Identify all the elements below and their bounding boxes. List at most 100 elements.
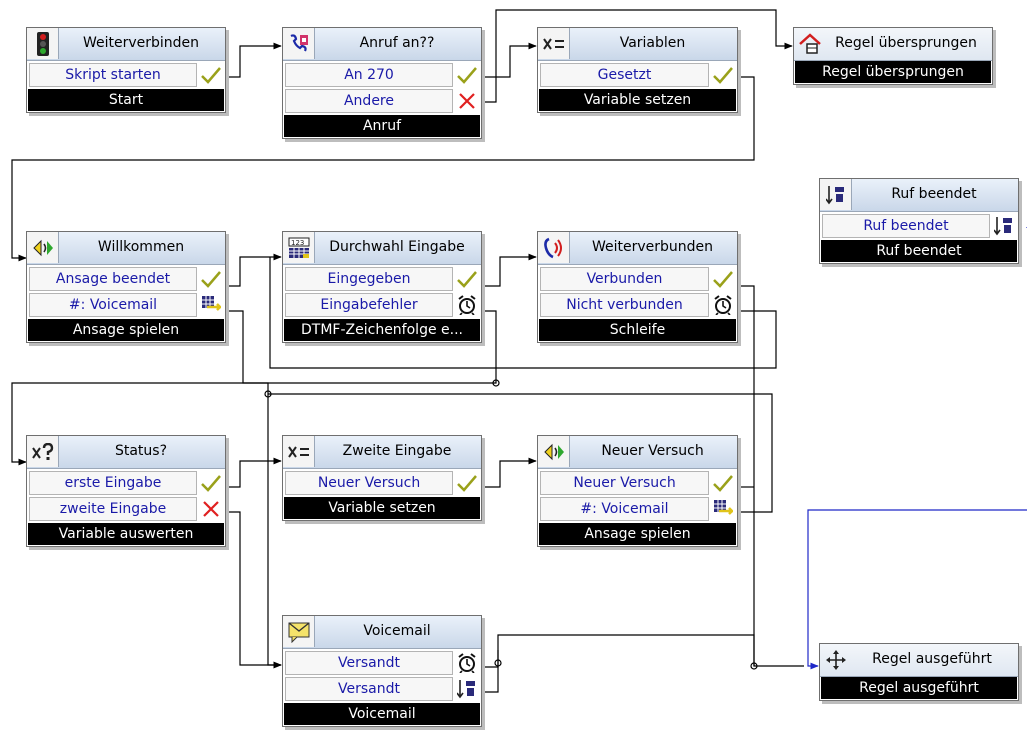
node-output-row[interactable]: An 270 — [283, 63, 481, 87]
node-neuer-versuch[interactable]: Neuer Versuch Neuer Versuch #: Voicemail… — [537, 435, 738, 547]
wire-an270-to-variablen — [482, 42, 537, 78]
node-title: Status? — [114, 443, 168, 459]
node-output-row[interactable]: #: Voicemail — [538, 497, 737, 521]
output-label: erste Eingabe — [29, 471, 197, 495]
wire-willkommen-voicemail-to-voicemail — [226, 310, 282, 669]
wire-gesetzt-to-willkommen — [11, 76, 755, 262]
node-footer: Ruf beendet — [821, 240, 1017, 262]
speaker-icon — [538, 436, 570, 467]
node-footer: Anruf — [284, 115, 480, 137]
node-title: Variablen — [619, 35, 686, 51]
node-variablen[interactable]: Variablen Gesetzt Variable setzen — [537, 27, 738, 113]
node-output-row[interactable]: #: Voicemail — [27, 293, 225, 317]
node-output-row[interactable]: Neuer Versuch — [283, 471, 481, 495]
node-output-row[interactable]: Ansage beendet — [27, 267, 225, 291]
cross-icon — [199, 497, 223, 521]
keypad-icon — [199, 293, 223, 317]
check-icon — [199, 63, 223, 87]
node-regel-uebersprungen[interactable]: Regel übersprungen Regel übersprungen — [793, 27, 993, 85]
dtmf-keypad-icon: 123 — [283, 232, 315, 263]
node-footer: Variable setzen — [284, 497, 480, 519]
node-footer: Variable setzen — [539, 89, 736, 111]
output-label: Neuer Versuch — [540, 471, 709, 495]
alarm-clock-icon — [711, 293, 735, 317]
node-footer: Regel übersprungen — [795, 61, 991, 83]
traffic-light-icon — [27, 28, 59, 59]
node-title: Durchwahl Eingabe — [329, 239, 465, 255]
alarm-clock-icon — [455, 293, 479, 317]
node-title: Regel übersprungen — [835, 35, 977, 51]
variable-query-icon — [27, 436, 59, 467]
node-zweite-eingabe[interactable]: Zweite Eingabe Neuer Versuch Variable se… — [282, 435, 482, 521]
output-label: Versandt — [285, 651, 453, 675]
wire-junction — [264, 390, 272, 398]
check-icon — [199, 471, 223, 495]
speaker-icon — [27, 232, 59, 263]
wire-junction — [492, 379, 500, 387]
wire-zweite-to-neuer-versuch — [482, 457, 537, 488]
node-title: Willkommen — [97, 239, 185, 255]
node-footer: Schleife — [539, 319, 736, 341]
hangup-icon — [455, 677, 479, 701]
output-label: #: Voicemail — [540, 497, 709, 521]
node-status[interactable]: Status? erste Eingabe zweite Eingabe Var… — [26, 435, 226, 547]
node-footer: Start — [28, 89, 224, 111]
node-output-row[interactable]: Nicht verbunden — [538, 293, 737, 317]
node-output-row[interactable]: Versandt — [283, 677, 481, 701]
node-title: Weiterverbinden — [82, 35, 200, 51]
wire-ansage-to-durchwahl — [226, 253, 282, 287]
envelope-icon — [283, 616, 315, 647]
node-footer: Voicemail — [284, 703, 480, 725]
wire-zweite-to-voicemail — [226, 511, 282, 669]
node-title: Regel ausgeführt — [872, 651, 992, 667]
node-output-row[interactable]: zweite Eingabe — [27, 497, 225, 521]
node-weiterverbinden[interactable]: Weiterverbinden Skript starten Start — [26, 27, 226, 113]
check-icon — [711, 63, 735, 87]
wire-junction — [750, 662, 758, 670]
node-output-row[interactable]: Neuer Versuch — [538, 471, 737, 495]
node-title: Ruf beendet — [891, 186, 977, 202]
check-icon — [711, 267, 735, 291]
wire-eingegeben-to-weiterverbunden — [482, 253, 537, 287]
node-output-row[interactable]: Eingabefehler — [283, 293, 481, 317]
wire-verbunden-trunk — [738, 285, 755, 666]
node-weiterverbunden[interactable]: Weiterverbunden Verbunden Nicht verbunde… — [537, 231, 738, 343]
wire-neuer-versuch-voicemail — [268, 393, 773, 513]
node-output-row[interactable]: Verbunden — [538, 267, 737, 291]
check-icon — [455, 63, 479, 87]
output-label: Ruf beendet — [822, 214, 990, 238]
check-icon — [455, 267, 479, 291]
output-label: Neuer Versuch — [285, 471, 453, 495]
node-title: Weiterverbunden — [591, 239, 714, 255]
wire-junction — [494, 659, 502, 667]
node-footer: Ansage spielen — [28, 319, 224, 341]
output-label: zweite Eingabe — [29, 497, 197, 521]
node-output-row[interactable]: erste Eingabe — [27, 471, 225, 495]
cross-icon — [455, 89, 479, 113]
node-durchwahl[interactable]: 123 Durchwahl Eingabe Eingegeben Eingabe… — [282, 231, 482, 343]
node-anruf[interactable]: Anruf an?? An 270 Andere Anruf — [282, 27, 482, 139]
output-label: #: Voicemail — [29, 293, 197, 317]
phone-transfer-icon — [538, 232, 570, 263]
node-output-row[interactable]: Ruf beendet — [820, 214, 1018, 238]
node-output-row[interactable]: Gesetzt — [538, 63, 737, 87]
node-output-row[interactable]: Versandt — [283, 651, 481, 675]
node-title: Zweite Eingabe — [342, 443, 452, 459]
node-output-row[interactable]: Eingegeben — [283, 267, 481, 291]
node-output-row[interactable]: Andere — [283, 89, 481, 113]
output-label: Verbunden — [540, 267, 709, 291]
node-voicemail[interactable]: Voicemail Versandt Versandt Voicemail — [282, 615, 482, 727]
node-footer: Regel ausgeführt — [821, 677, 1017, 699]
node-title: Voicemail — [363, 623, 431, 639]
check-icon — [711, 471, 735, 495]
node-title: Neuer Versuch — [601, 443, 704, 459]
node-regel-ausgefuehrt[interactable]: Regel ausgeführt Regel ausgeführt — [819, 643, 1019, 701]
node-output-row[interactable]: Skript starten — [27, 63, 225, 87]
wire-andere-to-regel-uebersprungen — [482, 9, 793, 103]
node-willkommen[interactable]: Willkommen Ansage beendet #: Voicemail A… — [26, 231, 226, 343]
node-title: Anruf an?? — [359, 35, 435, 51]
hangup-icon — [992, 214, 1016, 238]
output-label: An 270 — [285, 63, 453, 87]
wire-versandt-2 — [482, 650, 499, 693]
node-ruf-beendet[interactable]: Ruf beendet Ruf beendet Ruf beendet — [819, 178, 1019, 264]
